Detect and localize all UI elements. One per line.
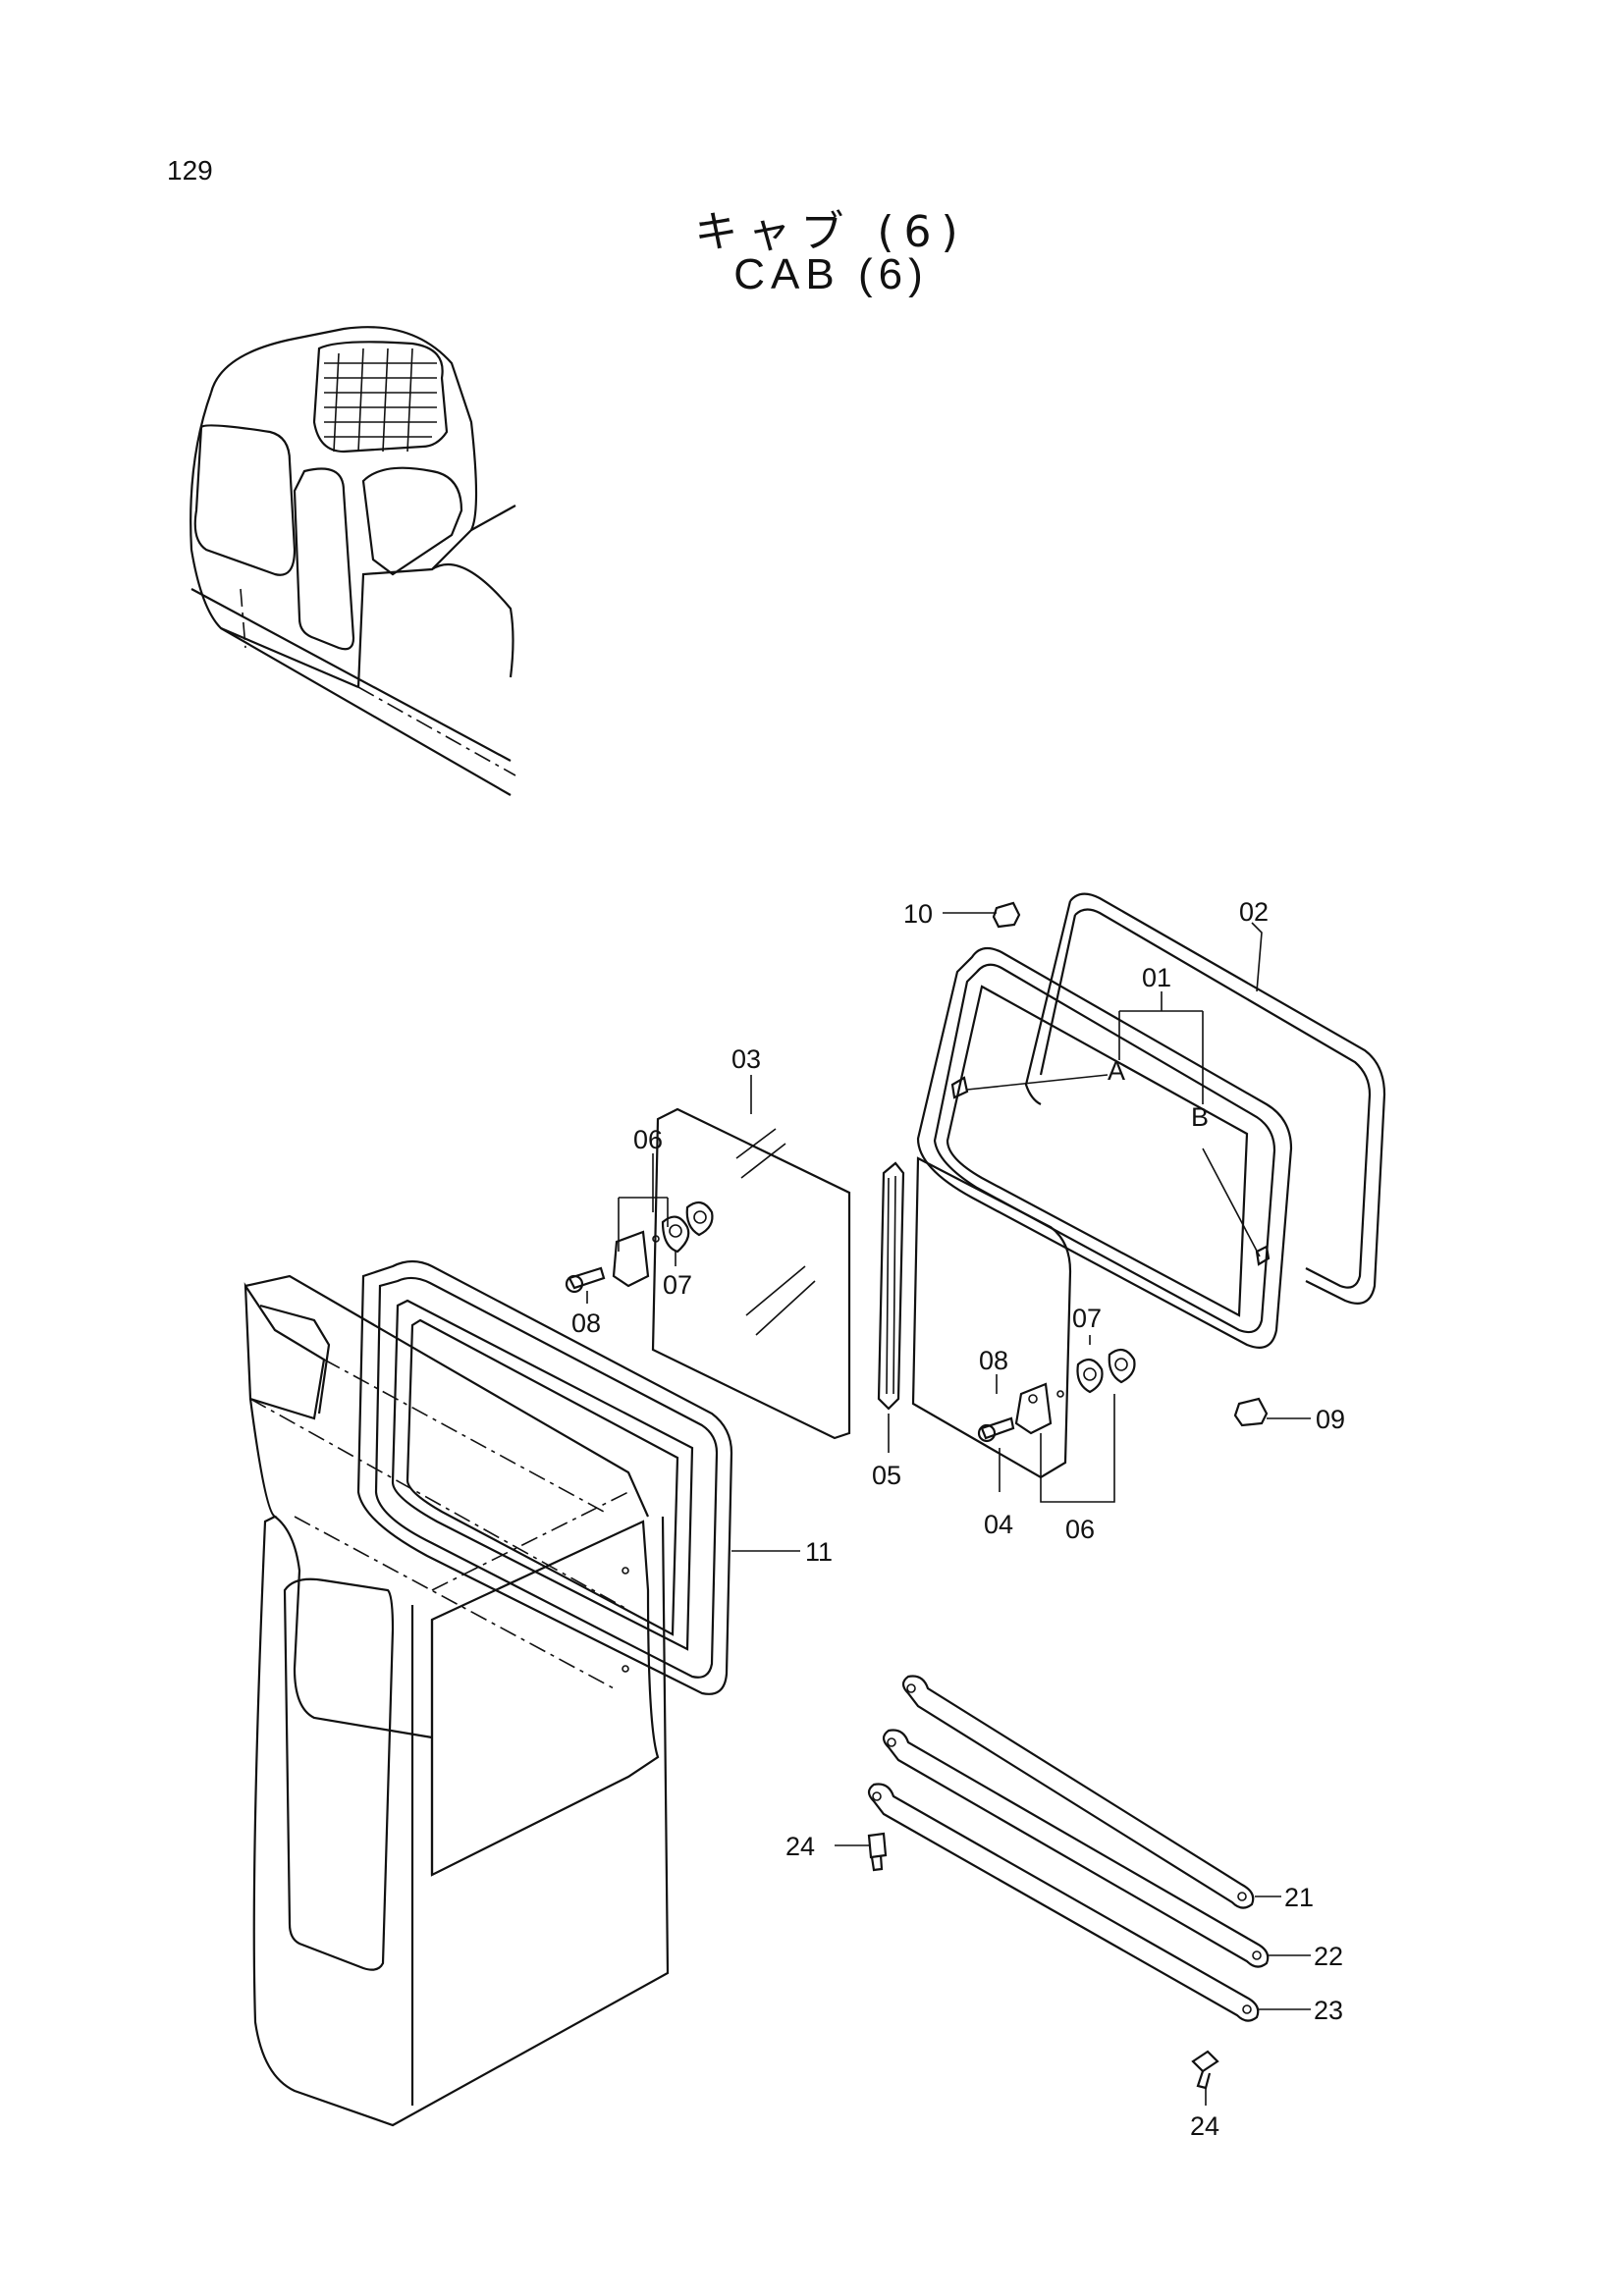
callout-B: B bbox=[1191, 1102, 1209, 1132]
callout-09: 09 bbox=[1316, 1405, 1345, 1434]
part-10-stopper bbox=[992, 901, 1021, 929]
part-23-stay-rod bbox=[867, 1783, 1260, 2022]
part-04-door-panel bbox=[911, 1156, 1072, 1479]
part-21-stay-rod bbox=[901, 1675, 1255, 1909]
callout-A: A bbox=[1108, 1056, 1125, 1086]
overview-cab-illustration bbox=[189, 326, 516, 796]
part-22-stay-rod bbox=[882, 1729, 1270, 1968]
title-japanese: キャブ (6) bbox=[694, 207, 968, 257]
part-09-stopper bbox=[1233, 1397, 1269, 1427]
callout-labels: 10 02 01 A B 03 06 07 08 07 08 09 05 04 … bbox=[571, 897, 1345, 2141]
part-02-outer-frame bbox=[1024, 892, 1386, 1305]
callout-21: 21 bbox=[1284, 1883, 1314, 1912]
leader-lines bbox=[586, 912, 1311, 2106]
callout-03: 03 bbox=[731, 1044, 761, 1074]
part-11-seal-frame bbox=[356, 1259, 733, 1695]
callout-04: 04 bbox=[984, 1510, 1013, 1539]
part-05-seal-strip bbox=[877, 1161, 905, 1411]
callout-06-right: 06 bbox=[1065, 1515, 1095, 1544]
right-latch-assembly bbox=[977, 1348, 1136, 1443]
left-latch-assembly bbox=[565, 1197, 714, 1294]
part-01-window-frame bbox=[916, 946, 1293, 1349]
title-english: CAB (6) bbox=[733, 250, 929, 298]
callout-08-right: 08 bbox=[979, 1346, 1008, 1375]
callout-02: 02 bbox=[1239, 897, 1269, 927]
part-24-bolt-upper bbox=[867, 1832, 888, 1872]
callout-06-left: 06 bbox=[633, 1125, 663, 1154]
part-03-glass-panel bbox=[651, 1107, 851, 1440]
callout-23: 23 bbox=[1314, 1996, 1343, 2025]
callout-10: 10 bbox=[903, 899, 933, 929]
callout-24-lower: 24 bbox=[1190, 2111, 1219, 2141]
cab-body bbox=[243, 1274, 670, 2127]
callout-05: 05 bbox=[872, 1461, 901, 1490]
part-24-bolt-lower bbox=[1191, 2050, 1219, 2090]
callout-07-left: 07 bbox=[663, 1270, 692, 1300]
callout-07-right: 07 bbox=[1072, 1304, 1102, 1333]
callout-22: 22 bbox=[1314, 1942, 1343, 1971]
callout-08-left: 08 bbox=[571, 1308, 601, 1338]
callout-11: 11 bbox=[805, 1537, 833, 1567]
page-number: 129 bbox=[167, 155, 213, 186]
callout-01: 01 bbox=[1142, 963, 1171, 992]
callout-24-upper: 24 bbox=[785, 1832, 815, 1861]
